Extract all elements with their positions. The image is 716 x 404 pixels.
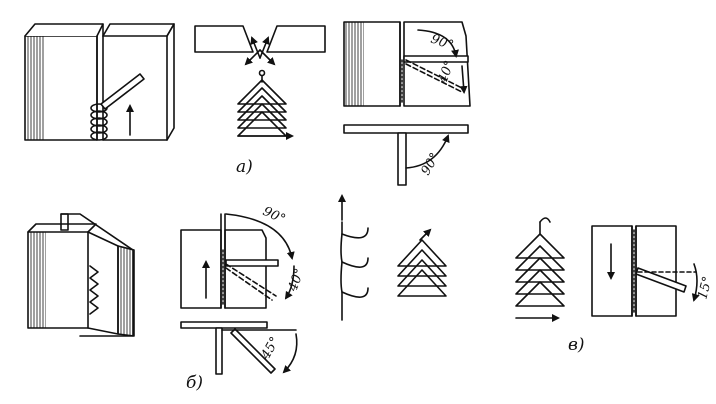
label-a: а): [236, 157, 253, 177]
fig-a-electrode-angle-view: [343, 21, 471, 186]
fig-v-electrode-angle-view: [591, 225, 700, 317]
fig-b-electrode-angle-view: [180, 213, 298, 375]
electrode-rod: [100, 73, 145, 110]
fig-a-groove-section: [194, 25, 326, 66]
angle-a-bottom: 90°: [418, 151, 443, 178]
label-v: в): [568, 335, 585, 355]
fig-b-triangle-pattern: [397, 228, 447, 297]
fig-b-wave-pattern: [338, 194, 369, 321]
weld-bead: [90, 103, 108, 141]
fig-v-weave-pattern: [515, 217, 565, 322]
angle-b-side: 40°: [285, 267, 307, 295]
fig-a-plates-3d: [24, 23, 175, 141]
label-b: б): [186, 373, 203, 393]
fig-b-fillet-3d: [27, 213, 135, 337]
angle-a-top: 90°: [429, 32, 456, 54]
fig-a-weave-pattern: [237, 69, 294, 140]
angle-v-side: 15°: [695, 275, 715, 301]
